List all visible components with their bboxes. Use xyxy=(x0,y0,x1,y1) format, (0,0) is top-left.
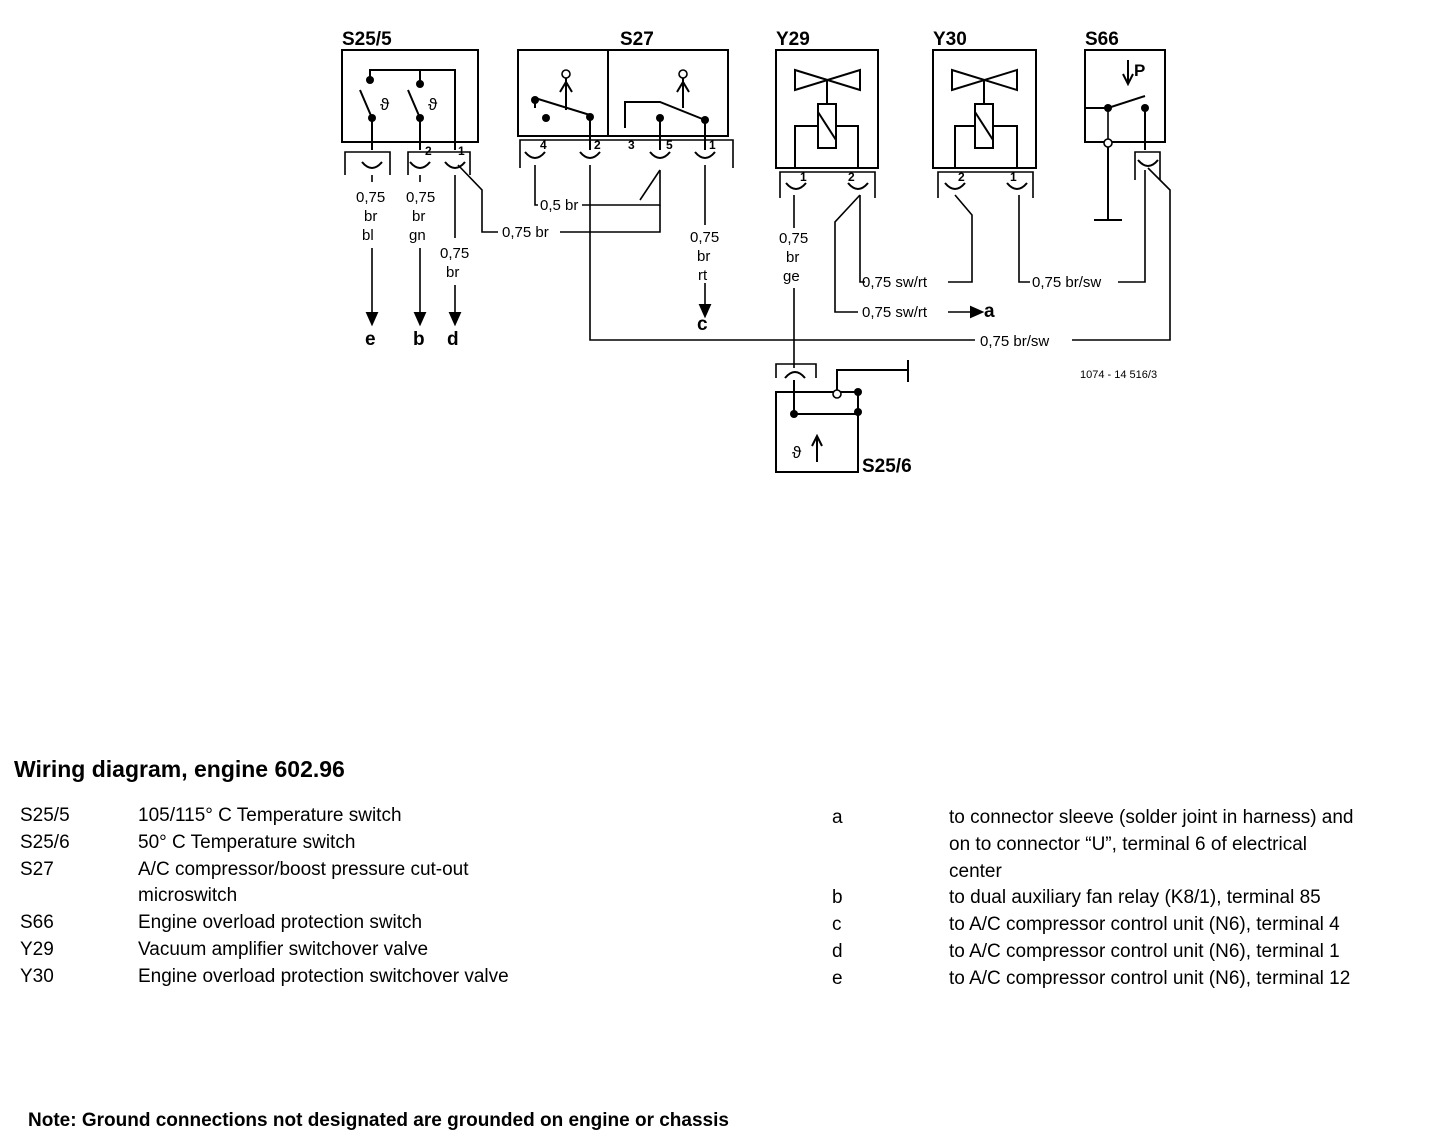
legend-destination-key: a xyxy=(832,807,843,828)
wire-label: 0,5 br xyxy=(540,197,578,214)
label-s27: S27 xyxy=(620,29,654,50)
wire-label: 0,75 br/sw xyxy=(1032,274,1101,291)
label-y29: Y29 xyxy=(776,29,810,50)
pin-label: 1 xyxy=(458,144,465,158)
wires-y30: 0,75 br/sw xyxy=(948,170,1146,291)
legend-item-code: Y30 xyxy=(20,965,54,987)
wire-label: 0,75 xyxy=(690,229,719,246)
component-s66: S66 P xyxy=(1084,29,1166,221)
label-s25-6: S25/6 xyxy=(862,456,912,477)
legend-destination-text: to A/C compressor control unit (N6), ter… xyxy=(949,941,1340,962)
pin-label: 2 xyxy=(425,144,432,158)
wire-label: br xyxy=(364,208,377,225)
wire-label: 0,75 xyxy=(406,189,435,206)
wire-label: 0,75 xyxy=(440,245,469,262)
end-label-e: e xyxy=(365,329,376,350)
legend-item-code: S66 xyxy=(20,912,54,934)
theta-symbol: ϑ xyxy=(428,95,438,114)
legend-item-description: 105/115° C Temperature switch xyxy=(138,805,402,826)
wires-s27: 0,5 br 0,75 br 0,75 br rt c xyxy=(502,165,975,341)
legend-item-code: S27 xyxy=(20,858,54,880)
pin-label: 3 xyxy=(628,138,635,152)
legend-destination-key: e xyxy=(832,967,843,989)
end-label-c: c xyxy=(697,314,708,335)
legend-destination-text: to A/C compressor control unit (N6), ter… xyxy=(949,967,1351,989)
wires-y29: 0,75 br ge 0,75 sw/rt 0,75 sw/rt a xyxy=(779,194,995,368)
wire-label: 0,75 br/sw xyxy=(980,333,1049,350)
wire-label: 0,75 br xyxy=(502,224,549,241)
wire-label: ge xyxy=(783,268,800,285)
wire-label: br xyxy=(446,264,459,281)
end-label-a: a xyxy=(984,301,995,322)
wire-label: 0,75 sw/rt xyxy=(862,274,928,291)
wire-label: br xyxy=(697,248,710,265)
legend-item-description: microswitch xyxy=(138,885,238,907)
pin-label: 4 xyxy=(540,138,547,152)
pin-label: 5 xyxy=(666,138,673,152)
pin-label: 2 xyxy=(958,170,965,184)
legend-destination-text: on to connector “U”, terminal 6 of elect… xyxy=(949,833,1307,855)
legend-item-description: 50° C Temperature switch xyxy=(138,831,356,853)
legend-item-code: S25/5 xyxy=(20,805,70,826)
pin-label: 2 xyxy=(848,170,855,184)
legend-destination-text: center xyxy=(949,860,1002,882)
pin-label: 2 xyxy=(594,138,601,152)
pressure-symbol: P xyxy=(1134,61,1145,80)
wire-label: br xyxy=(412,208,425,225)
label-y30: Y30 xyxy=(933,29,967,50)
wire-label: 0,75 sw/rt xyxy=(862,304,928,321)
pin-label: 1 xyxy=(1010,170,1017,184)
legend-item-description: Engine overload protection switch xyxy=(138,912,423,934)
legend-destination-key: b xyxy=(832,887,843,909)
legend-item-code: S25/6 xyxy=(20,831,70,853)
legend-item-description: Engine overload protection switchover va… xyxy=(138,965,509,987)
wire-label: 0,75 xyxy=(779,230,808,247)
wire-label: br xyxy=(786,249,799,266)
drawing-reference: 1074 - 14 516/3 xyxy=(1080,369,1157,381)
theta-symbol: ϑ xyxy=(380,95,390,114)
legend-destination-key: c xyxy=(832,914,842,936)
legend-destination-key: d xyxy=(832,941,843,962)
pin-label: 1 xyxy=(709,138,716,152)
end-label-d: d xyxy=(447,329,459,350)
wires-s25-5: 0,75 br bl 0,75 br gn 0,75 br e b d xyxy=(356,164,498,350)
pin-label: 1 xyxy=(800,170,807,184)
wire-label: bl xyxy=(362,227,374,244)
legend-item-description: Vacuum amplifier switchover valve xyxy=(138,939,429,960)
note-text: Note: Ground connections not designated … xyxy=(28,1110,729,1131)
theta-symbol: ϑ xyxy=(792,443,802,462)
wiring-diagram: S25/5 ϑ ϑ 2 1 0,75 br bl 0,75 br gn 0,75… xyxy=(341,29,1171,477)
legend-item-description: A/C compressor/boost pressure cut-out xyxy=(138,858,469,880)
component-s27: S27 4 2 3 5 1 xyxy=(517,29,734,168)
wire-label: gn xyxy=(409,227,426,244)
legend-destination-text: to dual auxiliary fan relay (K8/1), term… xyxy=(949,887,1321,909)
label-s66: S66 xyxy=(1085,29,1119,50)
component-y30: Y30 2 1 xyxy=(932,29,1037,198)
wire-br-sw-return: 0,75 br/sw xyxy=(980,167,1171,350)
end-label-b: b xyxy=(413,329,425,350)
legend-destination-text: to connector sleeve (solder joint in har… xyxy=(949,807,1354,828)
legend-item-code: Y29 xyxy=(20,939,54,960)
label-s25-5: S25/5 xyxy=(342,29,392,50)
component-y29: Y29 1 2 xyxy=(775,29,879,198)
wire-label: rt xyxy=(698,267,708,284)
component-s25-6: ϑ S25/6 xyxy=(775,360,912,477)
legend-destination-text: to A/C compressor control unit (N6), ter… xyxy=(949,914,1340,936)
wire-label: 0,75 xyxy=(356,189,385,206)
legend-title: Wiring diagram, engine 602.96 xyxy=(14,756,345,782)
component-s25-5: S25/5 ϑ ϑ 2 1 xyxy=(341,29,479,175)
